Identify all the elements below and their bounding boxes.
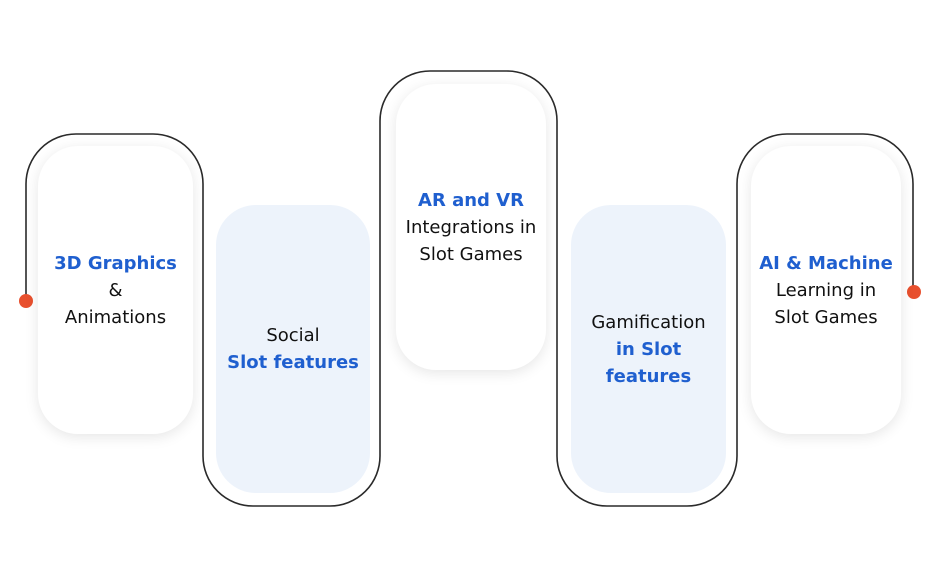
step-card-ar-vr: AR and VR Integrations in Slot Games: [396, 84, 546, 370]
step-text: Slot Games: [774, 306, 878, 328]
step-text: Animations: [64, 306, 167, 328]
step-text: Slot Games: [419, 244, 523, 265]
step-text: Social: [266, 325, 320, 346]
step-text: Learning in: [775, 279, 877, 301]
step-highlight: Slot features: [227, 352, 359, 373]
step-card-social: Social Slot features: [216, 205, 370, 493]
start-dot: [19, 294, 33, 308]
step-text: Integrations in: [405, 217, 537, 238]
step-highlight: in Slot features: [605, 338, 692, 387]
step-card-3d-graphics: 3D Graphics & Animations: [38, 146, 193, 434]
step-text: Gamification: [591, 311, 706, 333]
step-highlight: AR and VR: [418, 190, 524, 211]
step-highlight: AI & Machine: [759, 252, 893, 274]
end-dot: [907, 285, 921, 299]
step-card-gamification: Gamification in Slot features: [571, 205, 726, 493]
step-card-ai-ml: AI & Machine Learning in Slot Games: [751, 146, 901, 434]
step-text: &: [108, 279, 123, 301]
step-highlight: 3D Graphics: [54, 252, 177, 274]
